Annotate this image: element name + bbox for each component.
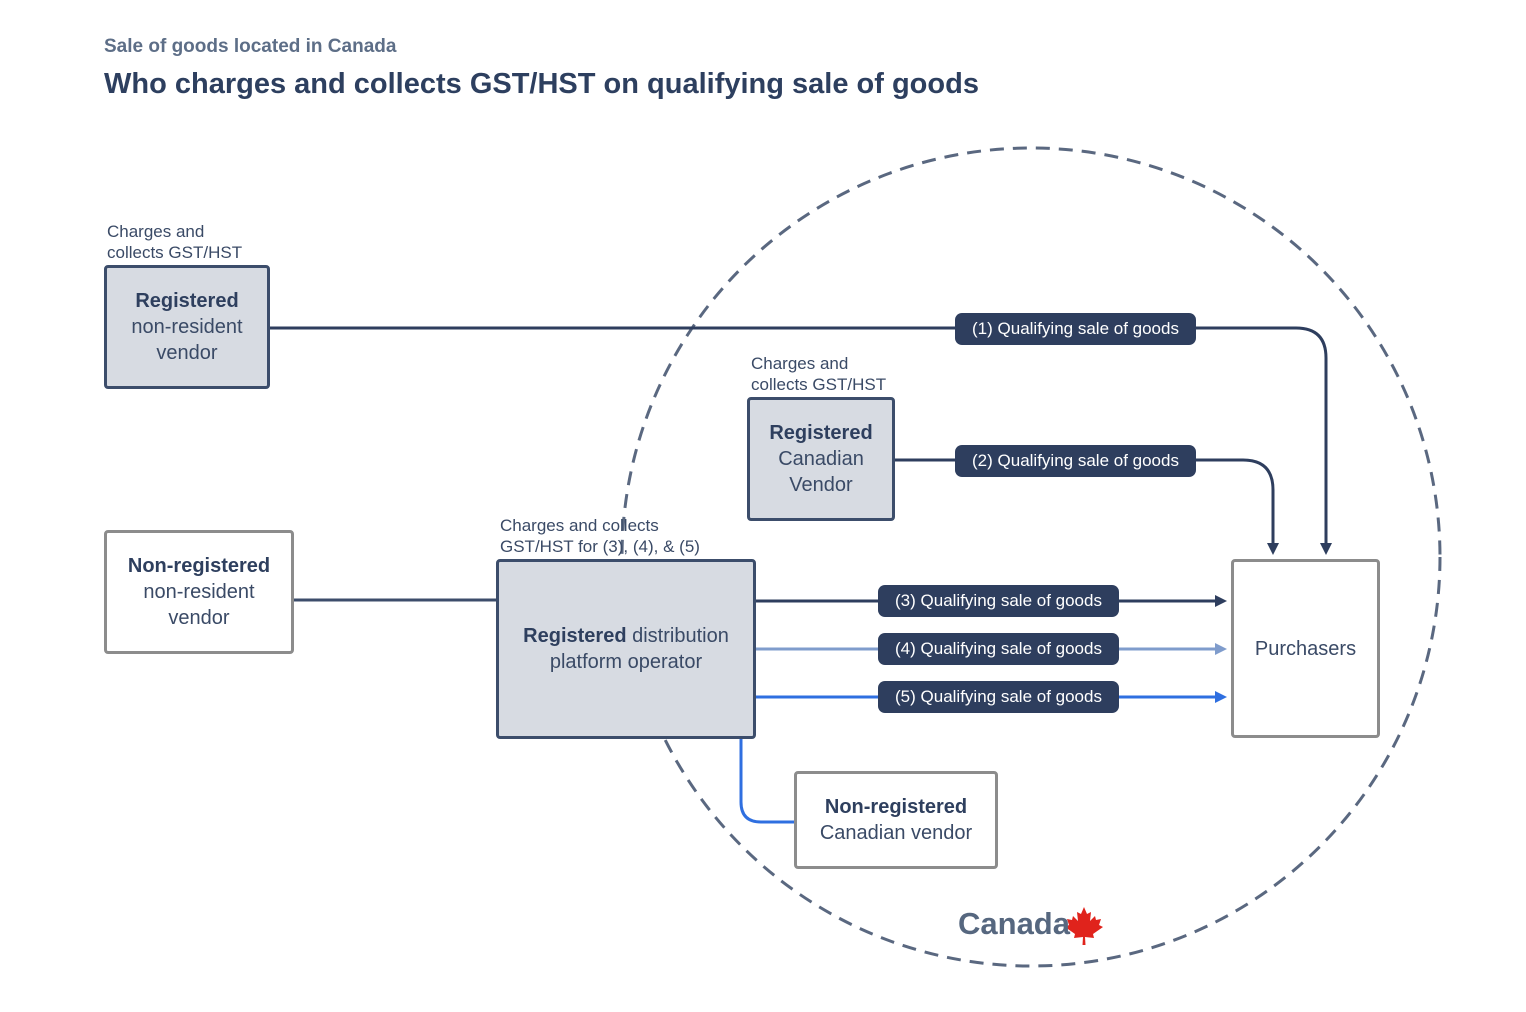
flow-5-label: (5) Qualifying sale of goods	[878, 681, 1119, 713]
flow-2-label: (2) Qualifying sale of goods	[955, 445, 1196, 477]
platform-operator-box: Registered distribution platform operato…	[496, 559, 756, 739]
box-title: Registered	[523, 625, 627, 647]
note-line: Charges and collects	[500, 516, 659, 535]
note-line: GST/HST for (3), (4), & (5)	[500, 537, 700, 556]
nonregistered-nonresident-vendor-box: Non-registered non-resident vendor	[104, 530, 294, 654]
note-line: Charges and	[751, 354, 849, 373]
box-title: Registered	[769, 422, 873, 444]
maple-leaf-icon	[1065, 907, 1103, 945]
box-line: Canadian	[778, 448, 864, 470]
registered-nonresident-note: Charges and collects GST/HST	[107, 221, 242, 263]
canada-label: Canada	[958, 906, 1070, 941]
box-line: vendor	[168, 607, 230, 629]
nonregistered-canadian-vendor-box: Non-registered Canadian vendor	[794, 771, 998, 869]
box-line: platform operator	[549, 651, 703, 673]
box-line: non-resident	[143, 581, 255, 603]
purchasers-box: Purchasers	[1231, 559, 1380, 738]
flow-1-label: (1) Qualifying sale of goods	[955, 313, 1196, 345]
diagram-subtitle: Sale of goods located in Canada	[104, 36, 397, 57]
registered-canadian-vendor-box: Registered Canadian Vendor	[747, 397, 895, 521]
note-line: Charges and	[107, 222, 205, 241]
box-title: Registered	[135, 290, 239, 312]
flow-4-label: (4) Qualifying sale of goods	[878, 633, 1119, 665]
canada-boundary-circle	[620, 146, 1442, 968]
box-title: Purchasers	[1254, 637, 1357, 660]
box-title: Non-registered	[824, 796, 968, 818]
box-line: Canadian vendor	[819, 822, 973, 844]
box-title: Non-registered	[127, 555, 271, 577]
canadian-vendor-to-platform-line	[739, 739, 795, 824]
flow-3-label: (3) Qualifying sale of goods	[878, 585, 1119, 617]
flow-1-line	[270, 326, 1332, 555]
box-line: vendor	[156, 342, 218, 364]
note-line: collects GST/HST	[751, 375, 887, 394]
diagram-title: Who charges and collects GST/HST on qual…	[104, 68, 979, 100]
registered-canadian-note: Charges and collects GST/HST	[751, 353, 886, 395]
platform-operator-note: Charges and collects GST/HST for (3), (4…	[500, 515, 700, 557]
note-line: collects GST/HST	[107, 243, 243, 262]
flow-2-line	[895, 458, 1279, 555]
registered-nonresident-vendor-box: Registered non-resident vendor	[104, 265, 270, 389]
box-line: Registered distribution	[523, 623, 729, 649]
box-line: non-resident	[131, 316, 243, 338]
box-line-rest: distribution	[626, 625, 729, 647]
box-line: Vendor	[789, 474, 853, 496]
